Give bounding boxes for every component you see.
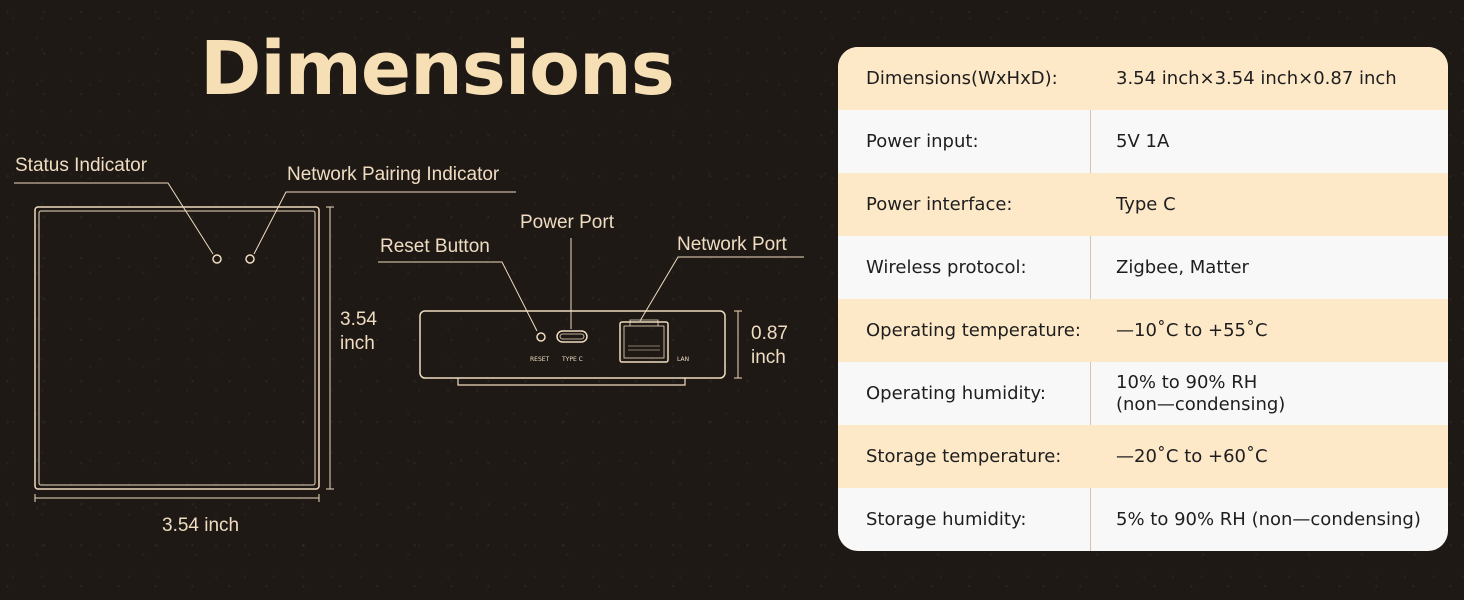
spec-row: Wireless protocol: Zigbee, Matter bbox=[838, 236, 1448, 299]
lan-port bbox=[619, 321, 669, 363]
spec-value: 5V 1A bbox=[1116, 130, 1170, 152]
spec-row: Power input: 5V 1A bbox=[838, 110, 1448, 173]
spec-value: 3.54 inch×3.54 inch×0.87 inch bbox=[1116, 67, 1397, 89]
spec-label: Power input: bbox=[866, 131, 979, 152]
type-c-port bbox=[556, 330, 588, 343]
spec-value: —20˚C to +60˚C bbox=[1116, 445, 1268, 467]
device-front-inner bbox=[38, 210, 316, 486]
network-pairing-indicator-dot bbox=[245, 254, 255, 264]
device-side-outline bbox=[419, 310, 726, 379]
spec-table: Dimensions(WxHxD): 3.54 inch×3.54 inch×0… bbox=[838, 47, 1448, 551]
network-pairing-indicator-leader bbox=[253, 191, 516, 255]
spec-label: Power interface: bbox=[866, 194, 1013, 215]
spec-label: Storage temperature: bbox=[866, 446, 1062, 467]
network-pairing-indicator-label: Network Pairing Indicator bbox=[287, 164, 500, 185]
spec-value: —10˚C to +55˚C bbox=[1116, 319, 1268, 341]
device-side-base bbox=[457, 378, 686, 386]
type-c-port-label: TYPE C bbox=[562, 356, 583, 363]
spec-value: Type C bbox=[1116, 193, 1176, 215]
reset-button-leader bbox=[378, 261, 538, 332]
height-value: 3.54 bbox=[340, 309, 377, 330]
power-port-label: Power Port bbox=[520, 212, 614, 233]
status-indicator-leader bbox=[14, 182, 214, 255]
network-port-leader bbox=[639, 256, 804, 322]
spec-value: Zigbee, Matter bbox=[1116, 256, 1249, 278]
depth-value: 0.87 bbox=[751, 323, 788, 344]
spec-label: Operating temperature: bbox=[866, 320, 1081, 341]
spec-row: Operating humidity: 10% to 90% RH (non—c… bbox=[838, 362, 1448, 425]
spec-label: Wireless protocol: bbox=[866, 257, 1027, 278]
height-unit: inch bbox=[340, 333, 375, 354]
lan-port-label: LAN bbox=[677, 356, 690, 363]
reset-port-label: RESET bbox=[530, 356, 550, 363]
status-indicator-label: Status Indicator bbox=[15, 155, 148, 176]
height-dimension-label: 3.54 inch bbox=[340, 308, 377, 356]
spec-row: Storage temperature: —20˚C to +60˚C bbox=[838, 425, 1448, 488]
spec-value: 5% to 90% RH (non—condensing) bbox=[1116, 508, 1421, 530]
spec-label: Dimensions(WxHxD): bbox=[866, 68, 1058, 89]
device-front-outline bbox=[34, 206, 320, 490]
network-port-label: Network Port bbox=[677, 234, 787, 255]
spec-label: Storage humidity: bbox=[866, 509, 1027, 530]
width-dimension-label: 3.54 inch bbox=[162, 515, 240, 536]
spec-value: 10% to 90% RH (non—condensing) bbox=[1116, 371, 1286, 415]
page-title: Dimensions bbox=[200, 26, 675, 112]
spec-row: Storage humidity: 5% to 90% RH (non—cond… bbox=[838, 488, 1448, 551]
spec-label: Operating humidity: bbox=[866, 383, 1046, 404]
device-diagram bbox=[14, 182, 804, 502]
depth-unit: inch bbox=[751, 347, 786, 368]
spec-row: Power interface: Type C bbox=[838, 173, 1448, 236]
status-indicator-dot bbox=[212, 254, 222, 264]
reset-button-hole bbox=[536, 332, 546, 342]
depth-dimension-label: 0.87 inch bbox=[751, 322, 788, 370]
spec-row: Dimensions(WxHxD): 3.54 inch×3.54 inch×0… bbox=[838, 47, 1448, 110]
reset-button-label: Reset Button bbox=[380, 236, 490, 257]
spec-row: Operating temperature: —10˚C to +55˚C bbox=[838, 299, 1448, 362]
